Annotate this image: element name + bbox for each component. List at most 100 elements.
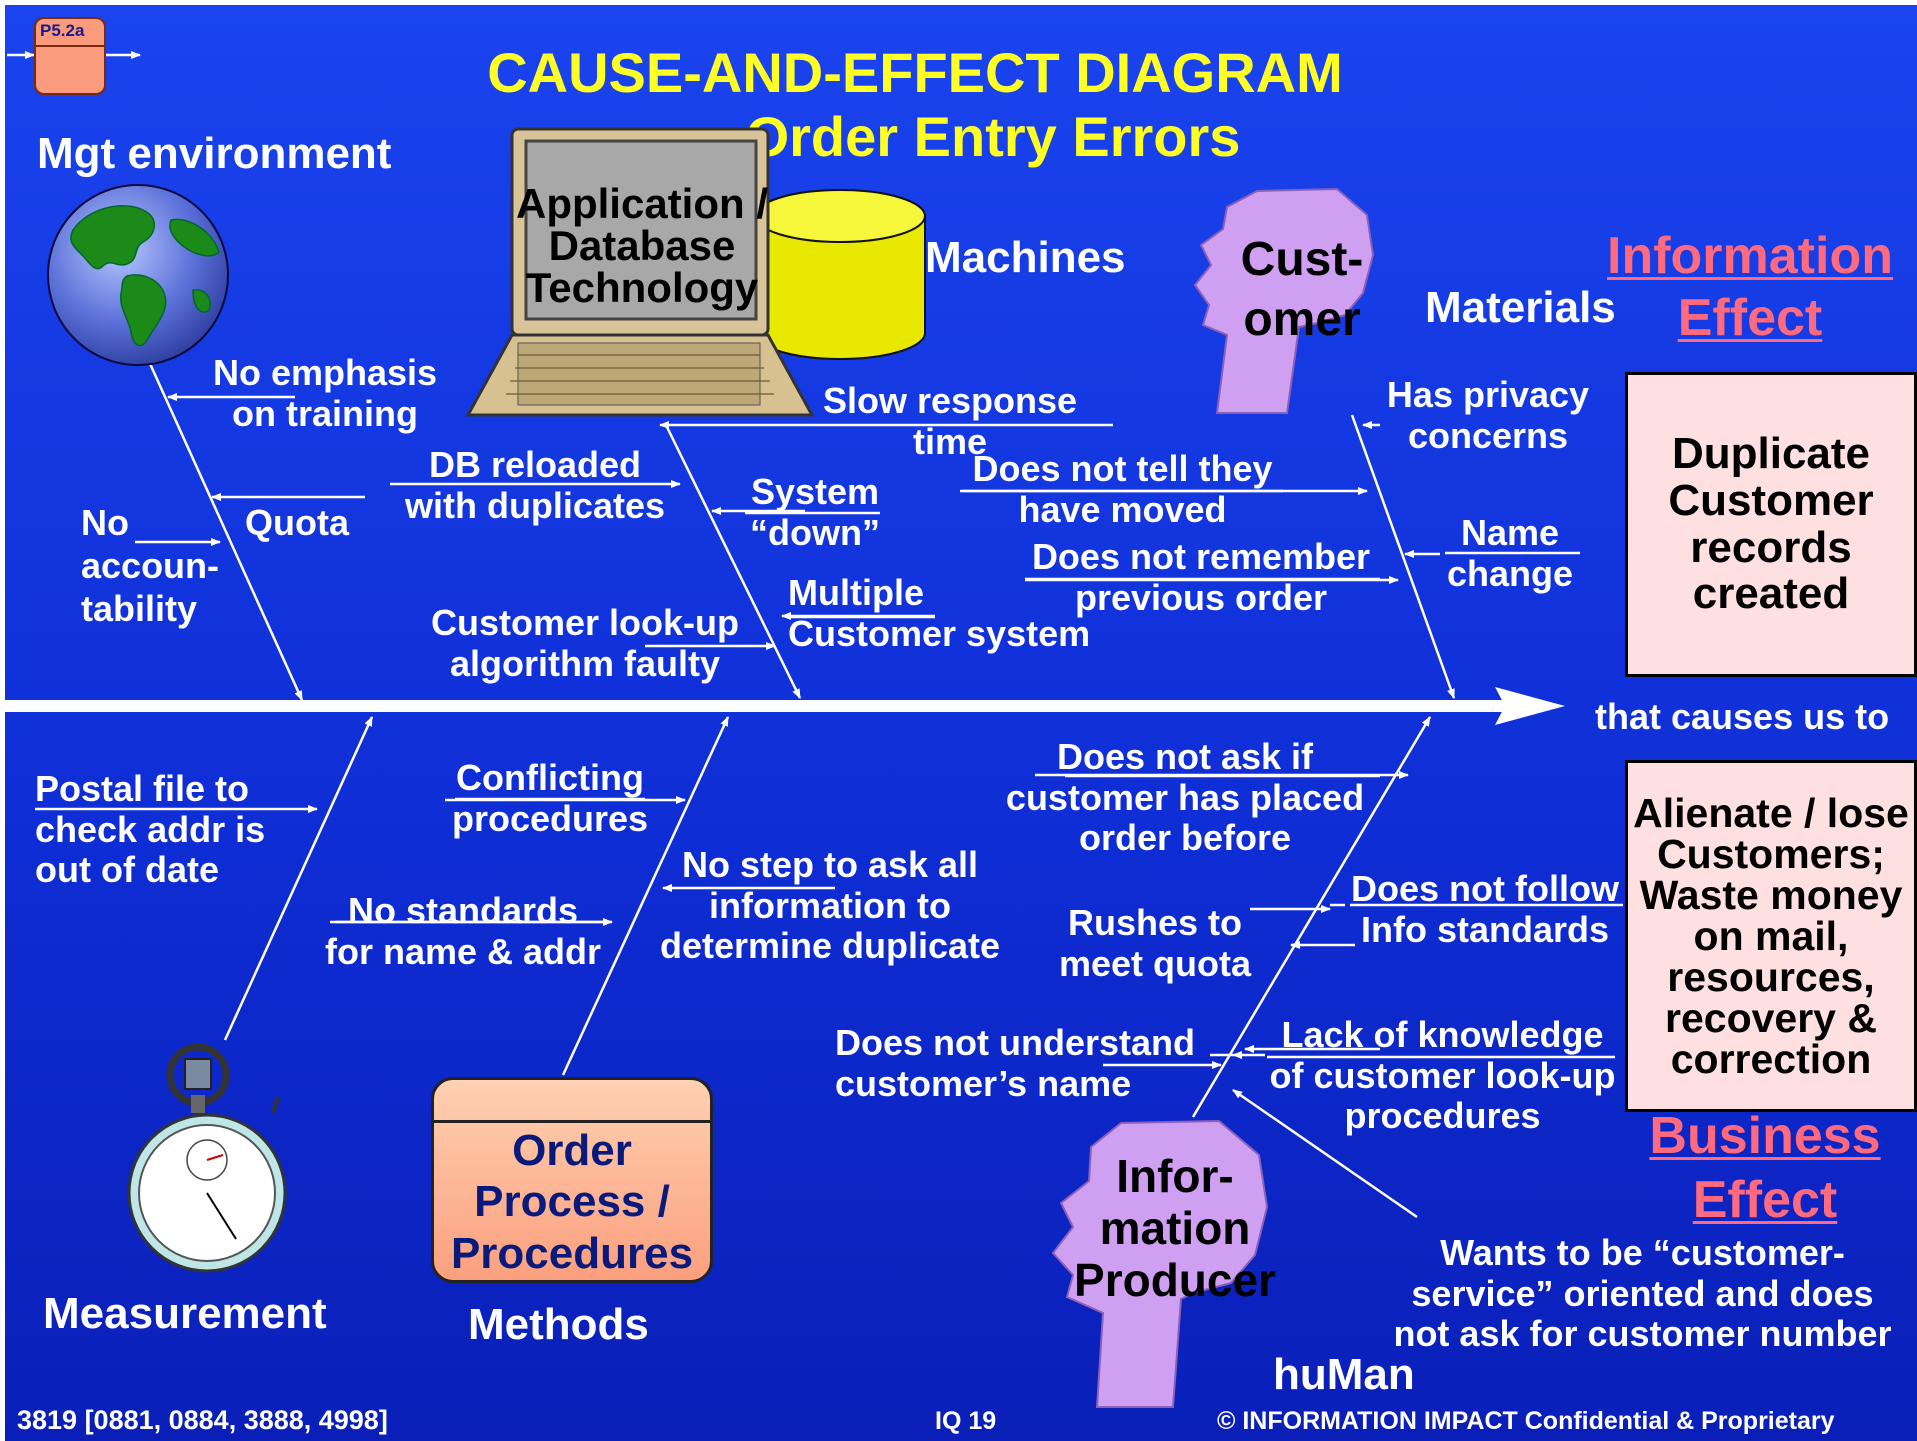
cause-line: No standards (347, 890, 579, 931)
cause-line: Lack of knowledge (1281, 1014, 1604, 1055)
cause-lack-knowledge: Lack of knowledge of customer look-up pr… (1260, 1014, 1625, 1137)
information-effect-line: Effect (1677, 289, 1823, 348)
machines-bone (663, 422, 802, 699)
cause-no-emphasis: No emphasis on training (195, 352, 455, 434)
materials-bone (1350, 414, 1456, 699)
process-box-label-line: Order (512, 1126, 632, 1175)
category-measurement: Measurement (43, 1289, 327, 1338)
cause-slow-response: Slow response time (812, 380, 1088, 462)
producer-head-label-line: mation (1099, 1201, 1251, 1254)
cause-moved: Does not tell they have moved (960, 448, 1285, 530)
cause-quota: Quota (245, 502, 349, 543)
cause-line: Does not follow (1351, 868, 1619, 909)
spine (5, 700, 1505, 712)
cause-line: “down” (750, 511, 880, 553)
business-effect-box-line: Customers; (1657, 830, 1885, 877)
customer-head-label-line: omer (1243, 293, 1361, 346)
cause-privacy: Has privacy concerns (1377, 374, 1599, 456)
business-effect-box-line: correction (1670, 1035, 1872, 1082)
business-effect-line: Effect (1692, 1170, 1838, 1229)
laptop-label-line: Database (548, 222, 736, 269)
customer-head-label: Cust- omer (1227, 230, 1377, 350)
cause-line: previous order (1074, 576, 1328, 618)
diagram-title: CAUSE-AND-EFFECT DIAGRAM (487, 41, 1343, 104)
business-effect-box-line: resources, (1667, 953, 1875, 1000)
human-bone (1191, 716, 1432, 1118)
business-effect-label: Business Effect (1615, 1105, 1915, 1233)
category-mgt: Mgt environment (37, 129, 392, 178)
cause-line: Multiple (788, 572, 924, 613)
laptop-label-line: Technology (525, 264, 759, 311)
category-machines: Machines (925, 233, 1126, 282)
cause-line: tability (81, 588, 198, 630)
information-effect-box-line: records (1690, 522, 1852, 572)
customer-head-icon (1193, 187, 1375, 414)
cause-line: concerns (1407, 414, 1569, 456)
information-effect-line: Information (1607, 227, 1893, 285)
cause-line: have moved (1018, 488, 1227, 530)
business-effect-box-line: on mail, (1693, 912, 1849, 959)
cause-line: System (750, 471, 880, 512)
cause-line: determine duplicate (659, 925, 1001, 967)
cause-line: procedures (451, 797, 649, 839)
category-materials: Materials (1425, 283, 1616, 332)
cause-line: algorithm faulty (449, 642, 721, 684)
cause-line: meet quota (1058, 942, 1252, 984)
cause-wants-service: Wants to be “customer- service” oriented… (1375, 1232, 1910, 1355)
cause-line: Does not understand (835, 1022, 1196, 1063)
cause-line: information to (709, 884, 951, 926)
category-methods: Methods (468, 1300, 649, 1349)
business-effect-line: Business (1649, 1107, 1881, 1165)
cause-line: Name (1460, 512, 1560, 553)
cause-effect-slide: P5.2a CAUSE-AND-EFFECT DIAGRAM Order Ent… (5, 5, 1917, 1441)
spine-arrowhead (1495, 687, 1565, 725)
cause-line: not ask for customer number (1393, 1313, 1892, 1355)
cause-line: Customer system (788, 612, 1091, 654)
cause-line: Conflicting (456, 757, 644, 798)
cause-line: No (81, 502, 129, 543)
cause-underlines (335, 489, 1623, 1059)
information-effect-box-line: Customer (1668, 475, 1874, 525)
cause-name-change: Name change (1437, 512, 1583, 594)
effect-connector-text: that causes us to (1595, 696, 1890, 737)
category-human: huMan (1273, 1350, 1415, 1399)
process-box-label-line: Procedures (450, 1228, 694, 1278)
cause-line: with duplicates (404, 484, 666, 526)
cause-line: Does not ask if (1056, 736, 1314, 777)
producer-head-icon (1051, 1119, 1269, 1408)
methods-bone (561, 716, 730, 1076)
cause-line: Does not tell they (972, 448, 1273, 489)
cause-line: Wants to be “customer- (1440, 1232, 1845, 1273)
cause-postal: Postal file to check addr is out of date (35, 768, 266, 891)
cause-line: of customer look-up (1269, 1054, 1616, 1096)
information-effect-box-line: created (1692, 569, 1850, 619)
cause-line: Has privacy (1386, 374, 1590, 415)
cause-multiple: Multiple Customer system (788, 572, 1091, 654)
footer-right: © INFORMATION IMPACT Confidential & Prop… (1217, 1407, 1835, 1435)
customer-head-label-line: Cust- (1240, 233, 1364, 286)
cause-line: No step to ask all (681, 844, 979, 885)
cause-system-down: System “down” (735, 471, 895, 553)
cause-no-accountability: No accoun- tability (81, 501, 219, 631)
cause-line: accoun- (81, 545, 220, 587)
process-box-label-line: Process / (474, 1177, 670, 1227)
cause-line: Slow response (822, 380, 1078, 421)
cause-line: order before (1078, 817, 1292, 859)
measurement-bone (223, 716, 374, 1041)
cause-db-reloaded: DB reloaded with duplicates (390, 444, 680, 526)
information-effect-label: Information Effect (1590, 225, 1910, 350)
producer-head-label-line: Infor- (1116, 1150, 1234, 1202)
cause-line: check addr is (35, 808, 266, 850)
stopwatch-icon (127, 1043, 287, 1273)
cause-rushes: Rushes to meet quota (1045, 902, 1265, 984)
laptop-icon (465, 127, 815, 417)
cause-line: DB reloaded (428, 444, 642, 485)
cause-line: procedures (1344, 1095, 1541, 1137)
process-box-label: Order Process / Procedures (431, 1125, 713, 1279)
cause-conflicting: Conflicting procedures (440, 757, 660, 839)
cause-line: on training (232, 392, 418, 434)
business-effect-box-line: Alienate / lose (1633, 789, 1909, 836)
business-effect-box-line: Waste money (1639, 871, 1903, 918)
laptop-label: Application / Database Technology (515, 183, 769, 309)
page-tag: P5.2a (34, 17, 106, 95)
